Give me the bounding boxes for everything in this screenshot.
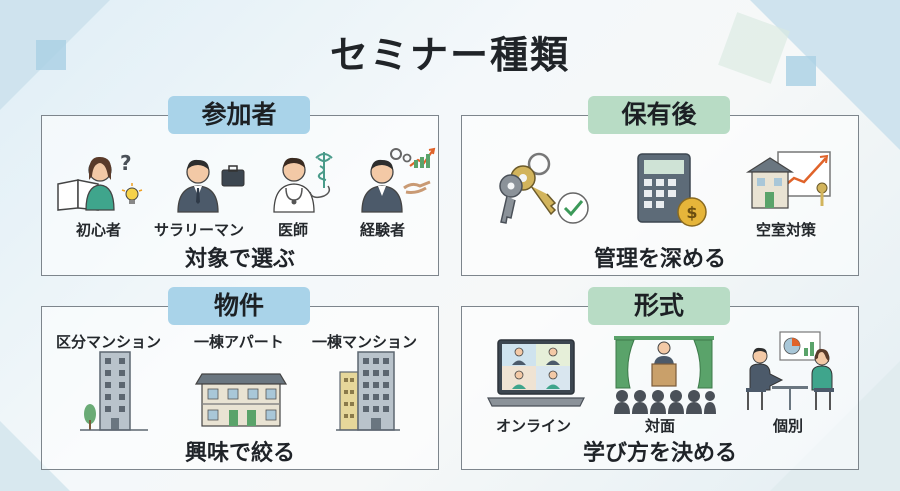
format-tag: 形式 bbox=[588, 287, 730, 325]
label-experienced: 経験者 bbox=[360, 221, 406, 239]
label-apartment-building: 一棟アパート bbox=[194, 333, 284, 351]
after-ownership-tag: 保有後 bbox=[588, 96, 730, 134]
keys-icon bbox=[499, 152, 589, 224]
participants-tag: 参加者 bbox=[168, 96, 310, 134]
property-caption: 興味で絞る bbox=[184, 441, 295, 466]
building-icon bbox=[80, 351, 148, 431]
format-caption: 学び方を決める bbox=[582, 441, 737, 466]
beginner-icon: ? bbox=[57, 151, 143, 211]
calculator-icon: $ bbox=[637, 153, 707, 227]
page-title: セミナー種類 bbox=[329, 33, 570, 77]
label-online: オンライン bbox=[496, 417, 572, 435]
label-unit-condo: 区分マンション bbox=[56, 333, 162, 351]
label-condo-building: 一棟マンション bbox=[312, 333, 418, 351]
svg-text:$: $ bbox=[686, 203, 697, 222]
businessman-icon bbox=[177, 159, 245, 213]
participants-caption: 対象で選ぶ bbox=[184, 247, 295, 272]
after-ownership-caption: 管理を深める bbox=[593, 247, 726, 272]
label-doctor: 医師 bbox=[278, 221, 309, 239]
online-meeting-icon bbox=[487, 339, 585, 407]
doctor-icon bbox=[273, 152, 333, 213]
property-tag: 物件 bbox=[168, 287, 310, 325]
label-salaryman: サラリーマン bbox=[154, 221, 245, 239]
experienced-icon bbox=[361, 147, 436, 213]
background-square bbox=[786, 56, 816, 86]
house-chart-icon bbox=[745, 151, 831, 209]
label-individual: 個別 bbox=[773, 417, 804, 435]
apartment-icon bbox=[194, 373, 288, 427]
consultation-icon bbox=[746, 331, 834, 410]
background-square bbox=[36, 40, 66, 70]
label-in-person: 対面 bbox=[645, 417, 676, 435]
tower-icon bbox=[336, 351, 400, 431]
svg-text:?: ? bbox=[120, 151, 132, 175]
label-beginner: 初心者 bbox=[76, 221, 122, 239]
label-vacancy-measures: 空室対策 bbox=[756, 221, 817, 239]
lecture-icon bbox=[614, 336, 716, 414]
